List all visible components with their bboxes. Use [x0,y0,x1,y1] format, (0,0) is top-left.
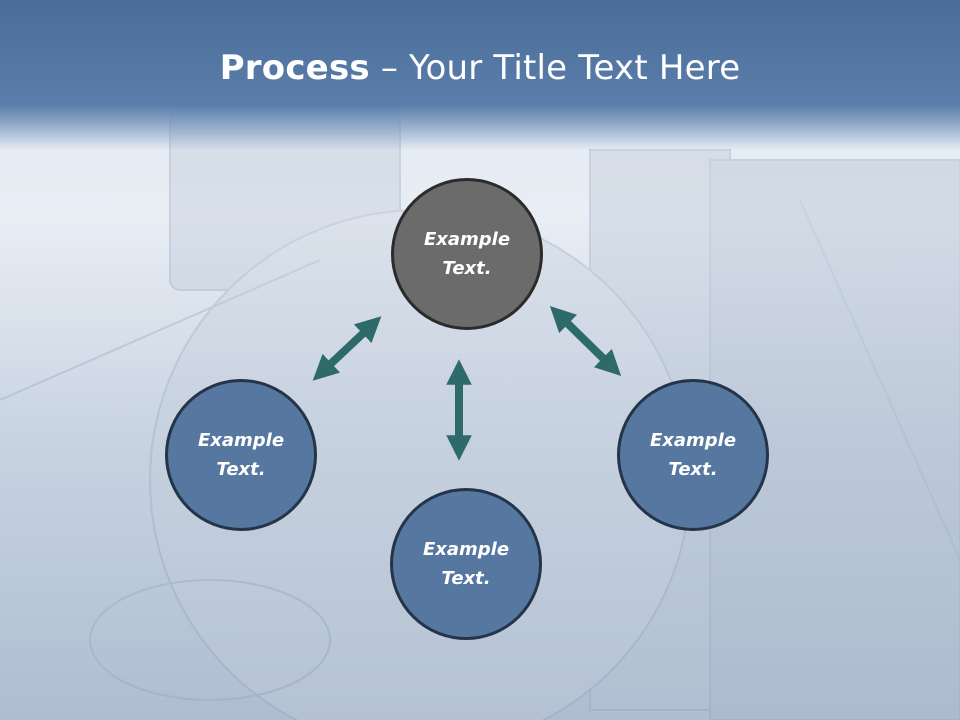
arrow-top-right [549,306,622,376]
arrow-top-left [312,316,382,381]
node-right-text: Example Text. [649,430,737,480]
node-left: Example Text. [165,379,317,531]
node-bottom-text: Example Text. [422,539,510,589]
node-top: Example Text. [391,178,543,330]
title-rest: – Your Title Text Here [369,48,741,88]
slide-title: Process – Your Title Text Here [0,48,960,88]
node-left-text: Example Text. [197,430,285,480]
node-right: Example Text. [617,379,769,531]
node-top-text: Example Text. [423,229,511,279]
title-band [0,0,960,150]
node-bottom: Example Text. [390,488,542,640]
title-bold: Process [219,48,370,88]
